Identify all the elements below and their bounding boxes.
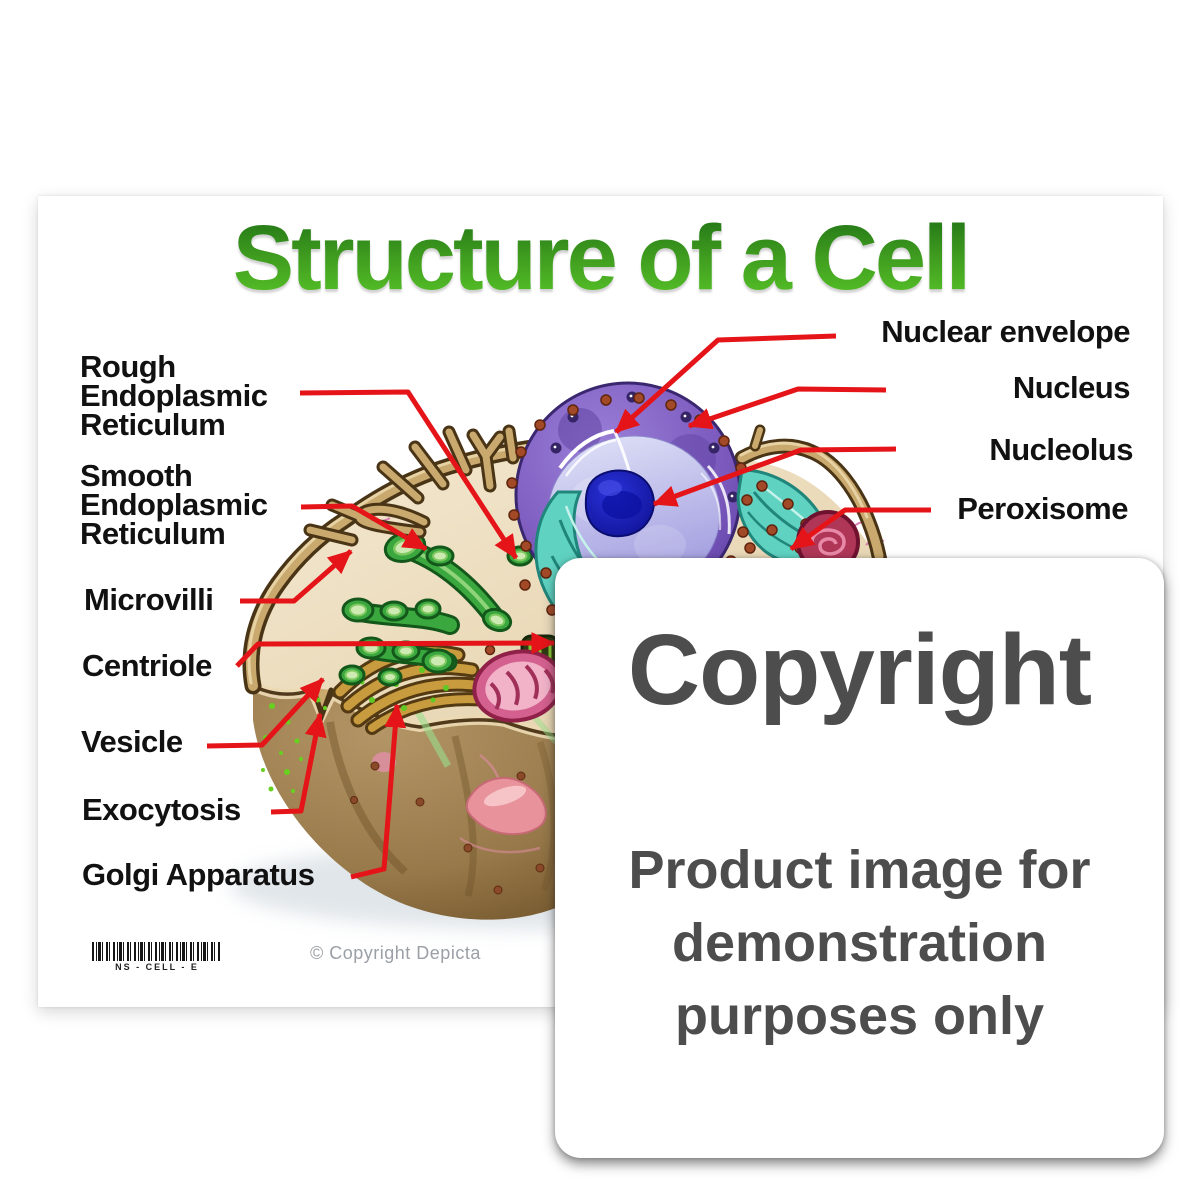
smooth-er-graphic — [338, 531, 534, 687]
overlay-heading: Copyright — [627, 614, 1092, 726]
leader-golgi — [350, 703, 407, 880]
nucleus-graphic — [514, 381, 742, 609]
label-peroxisome: Peroxisome — [957, 491, 1128, 526]
leader-microvilli — [240, 549, 353, 604]
leader-nuclear-envelope — [614, 333, 837, 434]
surface-vesicles — [261, 697, 547, 895]
label-nuclear-envelope: Nuclear envelope — [881, 314, 1130, 349]
poster-title: Structure of a Cell — [38, 206, 1163, 311]
copyright-note: © Copyright Depicta — [310, 943, 481, 963]
leader-centriole — [235, 632, 556, 668]
label-exocytosis: Exocytosis — [82, 792, 241, 827]
barcode-text: NS - CELL - E — [115, 962, 199, 972]
label-microvilli: Microvilli — [84, 582, 214, 617]
copyright-overlay-card: Copyright Product image for demonstratio… — [555, 558, 1164, 1158]
label-rough-er: Rough Endoplasmic Reticulum — [80, 349, 268, 442]
leader-smooth-er — [300, 503, 428, 552]
leader-vesicle — [206, 677, 325, 749]
leader-peroxisome — [789, 507, 931, 552]
label-centriole: Centriole — [82, 648, 212, 683]
mitochondrion-graphic — [472, 649, 564, 723]
label-smooth-er: Smooth Endoplasmic Reticulum — [80, 458, 268, 551]
label-leader-lines — [206, 333, 931, 880]
label-vesicle: Vesicle — [81, 724, 183, 759]
barcode-bars — [92, 942, 222, 961]
label-nucleus: Nucleus — [1012, 370, 1131, 405]
leader-exocytosis — [270, 712, 327, 815]
leader-rough-er — [299, 389, 519, 560]
label-golgi-apparatus: Golgi Apparatus — [82, 857, 315, 892]
leader-nucleus — [687, 386, 887, 430]
overlay-body: Product image for demonstration purposes… — [628, 840, 1091, 1046]
barcode: NS - CELL - E — [92, 942, 222, 972]
leader-nucleolus — [652, 446, 897, 507]
label-nucleolus: Nucleolus — [989, 432, 1133, 467]
